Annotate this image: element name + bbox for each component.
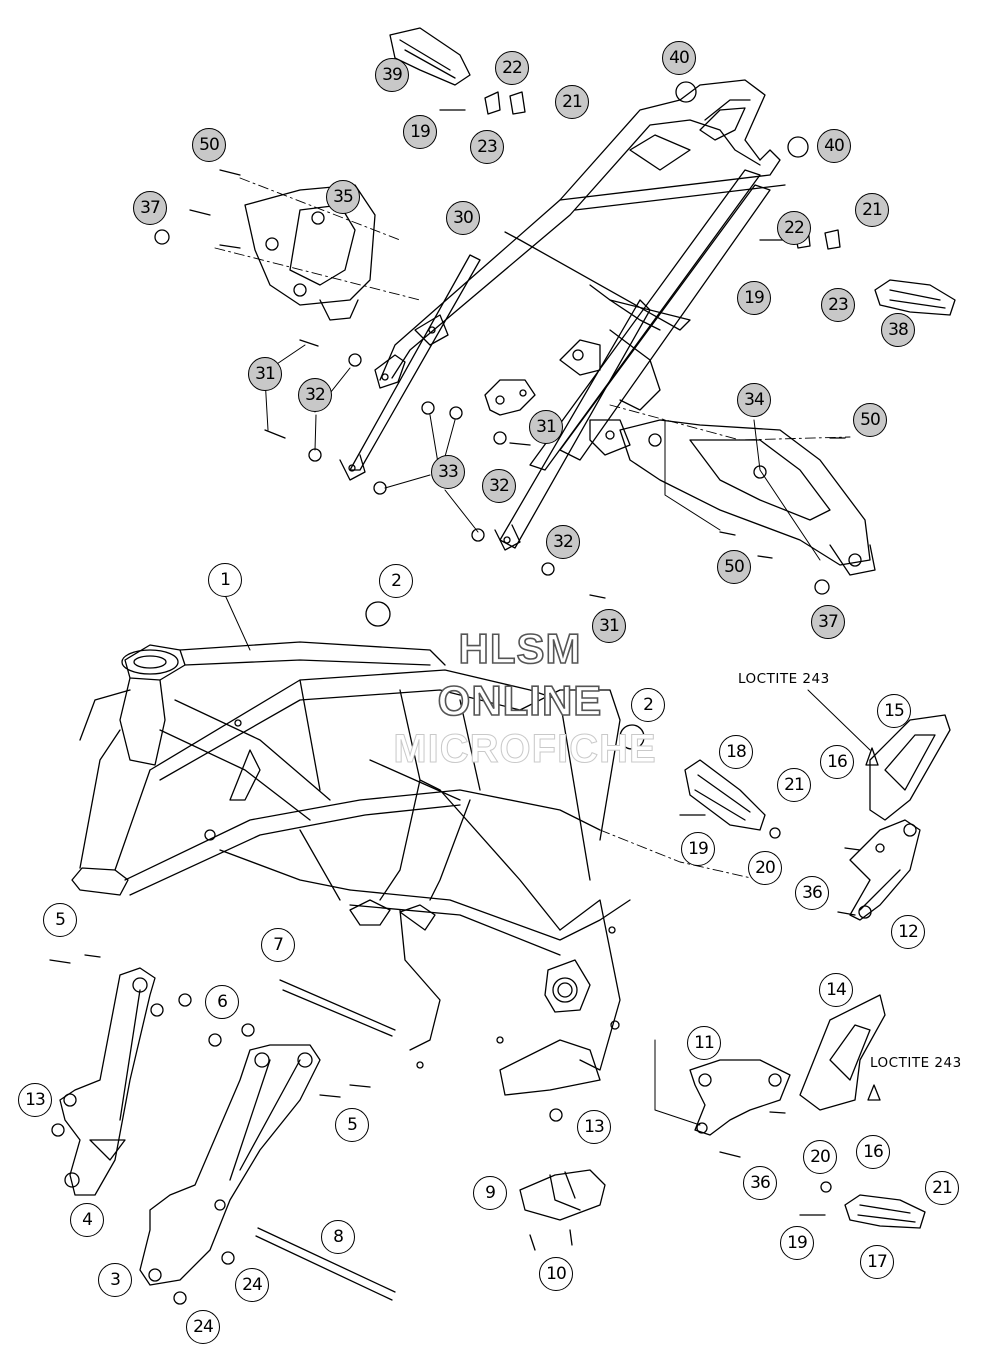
callout-5: 5 xyxy=(335,1108,369,1142)
callout-6: 6 xyxy=(205,985,239,1019)
callout-23: 23 xyxy=(470,130,504,164)
rider-heel-guard-right xyxy=(619,419,876,576)
callout-31: 31 xyxy=(592,609,626,643)
callout-31: 31 xyxy=(248,357,282,391)
callout-37: 37 xyxy=(811,605,845,639)
callout-36: 36 xyxy=(743,1166,777,1200)
callout-13: 13 xyxy=(577,1110,611,1144)
footrest-38 xyxy=(874,279,956,316)
callout-19: 19 xyxy=(737,281,771,315)
callout-2: 2 xyxy=(379,564,413,598)
rod-8 xyxy=(255,1227,396,1301)
callout-14: 14 xyxy=(819,973,853,1007)
callout-21: 21 xyxy=(777,768,811,802)
callout-50: 50 xyxy=(717,550,751,584)
callout-19: 19 xyxy=(403,115,437,149)
watermark-line-2: ONLINE xyxy=(437,676,603,725)
callout-23: 23 xyxy=(821,288,855,322)
callout-35: 35 xyxy=(326,180,360,214)
watermark-line-1: HLSM xyxy=(458,624,582,673)
callout-20: 20 xyxy=(748,851,782,885)
callout-4: 4 xyxy=(70,1203,104,1237)
loctite-note-upper: LOCTITE 243 xyxy=(738,671,830,687)
callout-10: 10 xyxy=(539,1257,573,1291)
callout-16: 16 xyxy=(856,1135,890,1169)
callout-11: 11 xyxy=(687,1026,721,1060)
callout-21: 21 xyxy=(925,1171,959,1205)
callout-32: 32 xyxy=(298,378,332,412)
heel-guard-15 xyxy=(869,714,951,821)
callout-3: 3 xyxy=(98,1263,132,1297)
heel-guard-14 xyxy=(799,994,886,1111)
fasteners xyxy=(49,81,881,1305)
callout-40: 40 xyxy=(817,129,851,163)
callout-19: 19 xyxy=(780,1226,814,1260)
callout-38: 38 xyxy=(881,313,915,347)
callout-50: 50 xyxy=(192,128,226,162)
callout-31: 31 xyxy=(529,410,563,444)
rod-7 xyxy=(279,979,396,1037)
callout-2: 2 xyxy=(631,688,665,722)
callout-20: 20 xyxy=(803,1140,837,1174)
rear-subframe xyxy=(339,79,786,551)
callout-39: 39 xyxy=(375,58,409,92)
callout-36: 36 xyxy=(795,876,829,910)
callout-21: 21 xyxy=(555,85,589,119)
chain-guide-9 xyxy=(519,1169,606,1221)
callout-19: 19 xyxy=(681,832,715,866)
callout-12: 12 xyxy=(891,915,925,949)
callout-15: 15 xyxy=(877,694,911,728)
callout-34: 34 xyxy=(737,383,771,417)
callout-24: 24 xyxy=(235,1268,269,1302)
footrest-bracket-12 xyxy=(849,819,921,921)
callout-16: 16 xyxy=(820,745,854,779)
engine-bracket-3 xyxy=(139,1044,321,1286)
footrest-17 xyxy=(844,1194,926,1229)
callout-1: 1 xyxy=(208,563,242,597)
callout-37: 37 xyxy=(133,191,167,225)
callout-32: 32 xyxy=(482,469,516,503)
callout-33: 33 xyxy=(431,455,465,489)
callout-7: 7 xyxy=(261,928,295,962)
callout-22: 22 xyxy=(777,211,811,245)
callout-50: 50 xyxy=(853,403,887,437)
callout-22: 22 xyxy=(495,51,529,85)
callout-32: 32 xyxy=(546,525,580,559)
footrest-18 xyxy=(684,759,766,831)
loctite-note-lower: LOCTITE 243 xyxy=(870,1055,962,1071)
callout-18: 18 xyxy=(719,735,753,769)
callout-8: 8 xyxy=(321,1220,355,1254)
main-frame xyxy=(71,641,631,1096)
callout-21: 21 xyxy=(855,193,889,227)
callout-13: 13 xyxy=(18,1083,52,1117)
watermark-line-3: MICROFICHE xyxy=(393,727,657,772)
engine-bracket-4 xyxy=(59,967,156,1196)
dashed-axis-lines xyxy=(214,177,851,881)
callout-9: 9 xyxy=(473,1176,507,1210)
callout-24: 24 xyxy=(186,1310,220,1344)
callout-17: 17 xyxy=(860,1245,894,1279)
callout-5: 5 xyxy=(43,903,77,937)
callout-30: 30 xyxy=(446,201,480,235)
callout-40: 40 xyxy=(662,41,696,75)
footrest-bracket-11 xyxy=(689,1059,791,1136)
